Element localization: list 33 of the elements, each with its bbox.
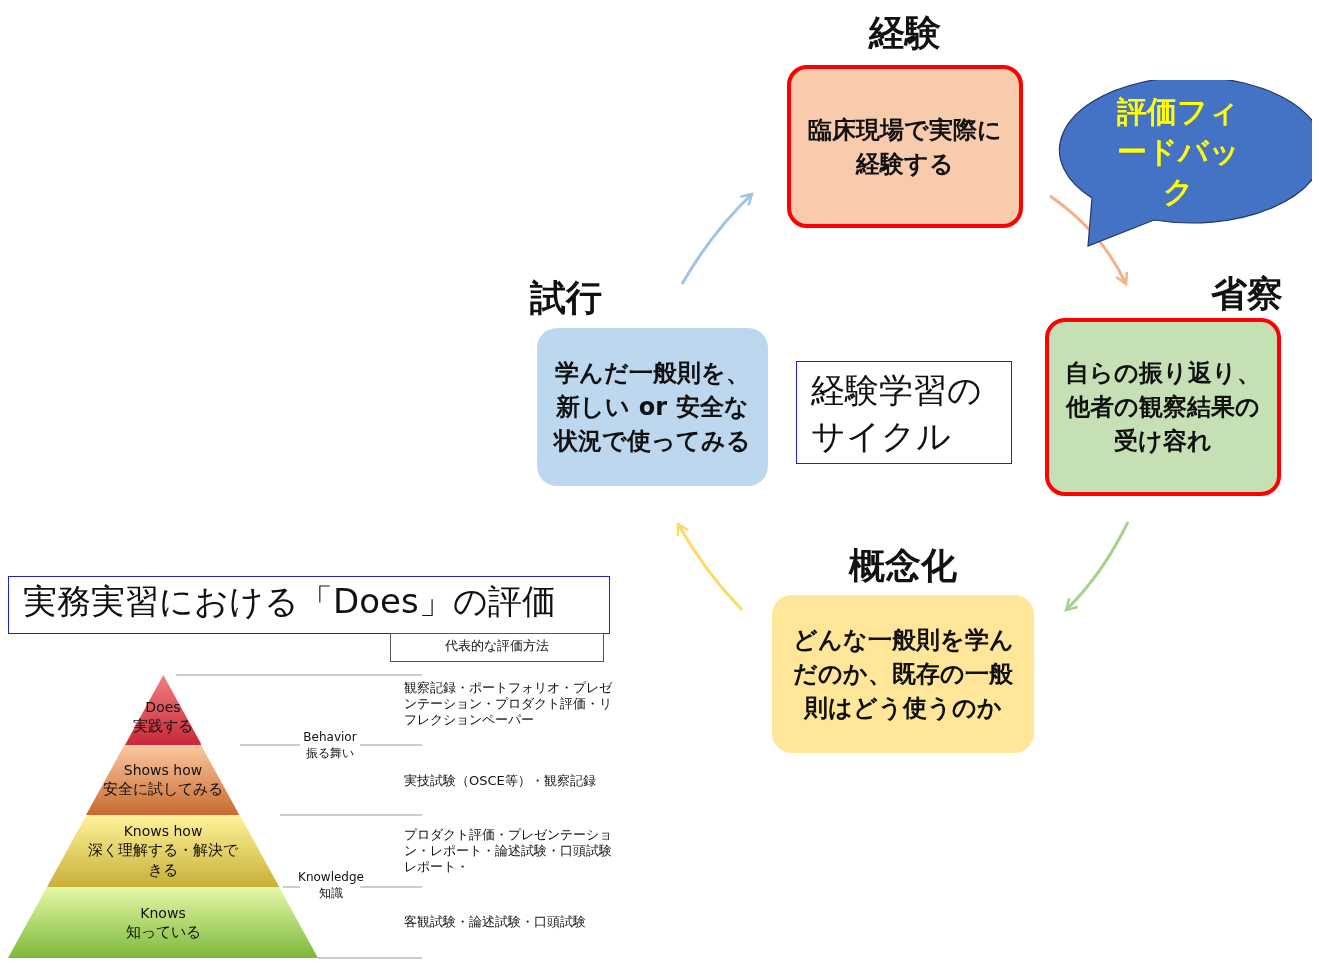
level-label: 実践する [132, 716, 194, 736]
stage-heading: 省察 [1210, 272, 1283, 316]
level-label: 知っている [124, 921, 202, 942]
stage-box: 臨床現場で実際に経験する [787, 65, 1023, 228]
stage-heading: 試行 [530, 276, 603, 320]
level-label: 深く理解する・解決できる [88, 840, 238, 880]
method-text: 観察記録・ポートフォリオ・プレゼンテーション・プロダクト評価・リフレクションペーパー [404, 680, 613, 728]
method-text: 実技試験（OSCE等）・観察記録 [404, 773, 597, 789]
category-label: Behavior 振る舞い [302, 729, 358, 761]
cycle-arrow [680, 192, 754, 285]
pyramid-level [46, 815, 280, 887]
cycle-arrow [676, 522, 744, 612]
level-label: Knows [140, 903, 186, 922]
level-label: Knows how [123, 822, 203, 840]
stage-box: 学んだ一般則を、新しい or 安全な状況で使ってみる [537, 328, 768, 486]
pyramid-level [8, 887, 318, 958]
level-label: Shows how [123, 761, 203, 779]
pyramid-level [124, 675, 202, 745]
stage-heading: 経験 [867, 11, 942, 55]
method-text: プロダクト評価・プレゼンテーション・レポート・論述試験・口頭試験レポート・ [404, 827, 613, 875]
stage-box: どんな一般則を学んだのか、既存の一般則はどう使うのか [772, 595, 1034, 753]
title-box: 実務実習における「Does」の評価 [8, 576, 610, 634]
column-header: 代表的な評価方法 [390, 633, 604, 662]
cycle-arrow [1064, 521, 1130, 612]
method-text: 客観試験・論述試験・口頭試験 [404, 914, 587, 930]
cycle-title-box: 経験学習のサイクル [796, 361, 1012, 464]
pyramid-level [86, 745, 240, 815]
stage-box: 自らの振り返り、他者の観察結果の受け容れ [1045, 318, 1281, 496]
category-label: Knowledge 知識 [297, 869, 365, 901]
level-label: 安全に試してみる [102, 779, 224, 799]
stage-heading: 概念化 [847, 544, 958, 588]
cycle-arrow [1049, 194, 1128, 286]
level-label: Does [145, 698, 181, 716]
